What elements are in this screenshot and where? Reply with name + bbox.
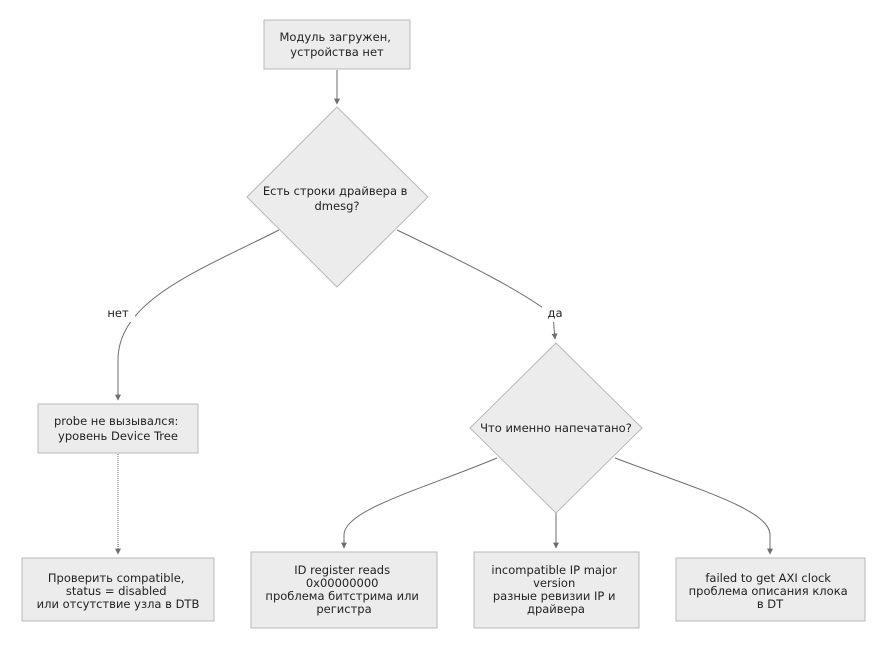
svg-text:Что именно напечатано?: Что именно напечатано? xyxy=(480,421,632,435)
dmesg-line-1: Есть строки драйвера в xyxy=(263,184,408,198)
edge-printed-to-id-register xyxy=(341,457,498,549)
printed-line-1: Что именно напечатано? xyxy=(480,421,632,435)
svg-text:нет: нет xyxy=(107,306,129,320)
axi-clock-node: failed to get AXI clock проблема описани… xyxy=(675,557,866,622)
svg-text:ID register reads 0x0000: ID register reads 0x00000000 проблема би… xyxy=(265,563,422,616)
ip-line-2: version xyxy=(533,576,575,590)
svg-text:Проверить compatible, st: Проверить compatible, status = disabled … xyxy=(37,571,200,611)
check-line-1: Проверить compatible, xyxy=(48,571,185,585)
dmesg-line-2: dmesg? xyxy=(315,199,360,213)
ip-line-3: разные ревизии IP и xyxy=(493,589,616,603)
incompatible-ip-node: incompatible IP major version разные рев… xyxy=(473,551,640,629)
start-line-1: Модуль загружен, xyxy=(279,30,390,44)
start-line-2: устройства нет xyxy=(290,45,384,59)
svg-text:Модуль загружен, устройс: Модуль загружен, устройства нет xyxy=(279,30,394,59)
svg-text:Есть строки драйвера в d: Есть строки драйвера в dmesg? xyxy=(263,184,411,213)
ip-line-1: incompatible IP major xyxy=(491,563,617,577)
check-line-3: или отсутствие узла в DTB xyxy=(37,597,200,611)
id-register-node: ID register reads 0x00000000 проблема би… xyxy=(250,551,438,629)
svg-text:да: да xyxy=(548,306,563,320)
edge-dmesg-no-to-probe xyxy=(115,229,280,401)
start-node: Модуль загружен, устройства нет xyxy=(263,19,411,70)
probe-line-1: probe не вызывался: xyxy=(54,414,178,428)
svg-text:failed to get AXI clock: failed to get AXI clock проблема описани… xyxy=(689,571,852,611)
svg-text:incompatible IP major ve: incompatible IP major version разные рев… xyxy=(491,563,620,616)
svg-text:probe не вызывался: уров: probe не вызывался: уровень Device Tree xyxy=(54,414,182,443)
printed-decision: Что именно напечатано? xyxy=(469,342,643,514)
edge-printed-to-axi-clock xyxy=(614,457,773,555)
edge-label-no: нет xyxy=(101,304,135,322)
axi-line-1: failed to get AXI clock xyxy=(705,571,831,585)
id-line-2: 0x00000000 xyxy=(306,576,379,590)
probe-not-called-node: probe не вызывался: уровень Device Tree xyxy=(37,403,199,454)
id-line-4: регистра xyxy=(316,602,371,616)
check-compatible-node: Проверить compatible, status = disabled … xyxy=(21,557,215,622)
edge-label-yes: да xyxy=(542,304,568,322)
ip-line-4: драйвера xyxy=(527,602,585,616)
axi-line-2: проблема описания клока xyxy=(689,584,848,598)
dmesg-decision: Есть строки драйвера в dmesg? xyxy=(246,106,429,288)
probe-line-2: уровень Device Tree xyxy=(58,429,178,443)
axi-line-3: в DT xyxy=(757,597,784,611)
edge-dmesg-yes-to-printed xyxy=(396,229,558,340)
id-line-3: проблема битстрима или xyxy=(265,589,419,603)
check-line-2: status = disabled xyxy=(66,584,167,598)
id-line-1: ID register reads xyxy=(294,563,390,577)
